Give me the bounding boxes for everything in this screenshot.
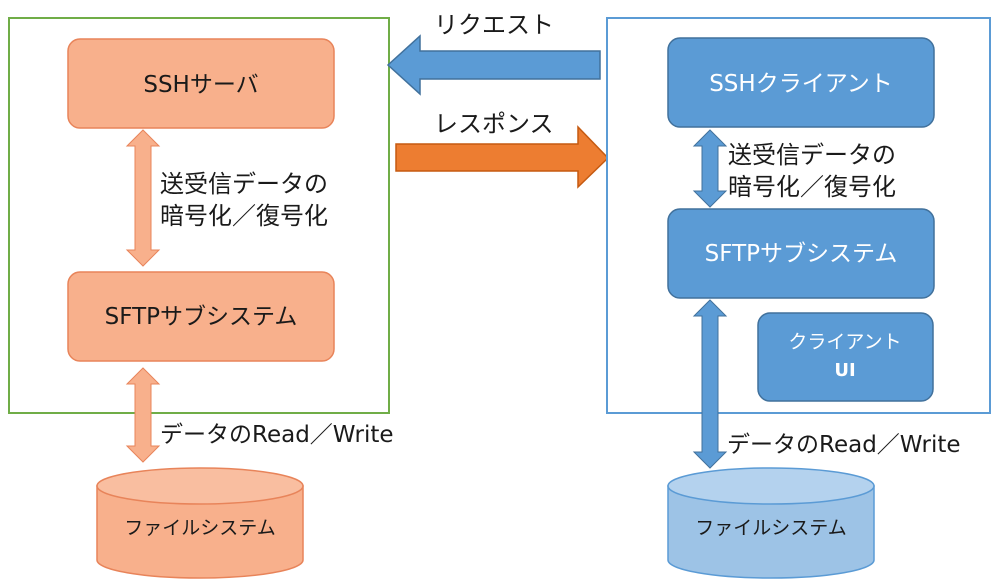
client-ui-node: クライアント UI [757,312,934,402]
ssh-server-label: SSHサーバ [143,72,258,98]
client-encrypt-double-arrow [692,129,728,208]
client-sftp-label: SFTPサブシステム [705,241,898,267]
server-rw-label: データのRead／Write [160,422,394,448]
client-ui-label-line1: クライアント [788,331,901,353]
client-encrypt-label-line1: 送受信データの [728,141,896,169]
request-label: リクエスト [434,11,554,39]
client-rw-label: データのRead／Write [727,432,961,458]
server-rw-double-arrow [125,367,161,463]
client-encrypt-label-line2: 暗号化／復号化 [728,173,896,201]
server-filesystem-cylinder: ファイルシステム [96,467,304,579]
response-arrow [395,125,610,189]
ssh-server-node: SSHサーバ [67,38,335,129]
server-encrypt-label-line2: 暗号化／復号化 [160,202,328,230]
ssh-client-node: SSHクライアント [667,37,935,128]
client-sftp-node: SFTPサブシステム [667,208,935,299]
response-label: レスポンス [434,110,554,138]
server-sftp-label: SFTPサブシステム [105,304,298,330]
client-ui-label-line2: UI [834,360,855,381]
server-filesystem-label: ファイルシステム [124,517,275,539]
client-filesystem-label: ファイルシステム [695,517,846,539]
client-rw-double-arrow [692,299,728,469]
server-sftp-node: SFTPサブシステム [67,271,335,362]
client-filesystem-cylinder: ファイルシステム [667,467,875,579]
server-encrypt-double-arrow [125,129,161,267]
request-arrow [386,34,601,96]
ssh-client-label: SSHクライアント [709,71,893,97]
server-encrypt-label-line1: 送受信データの [160,170,328,198]
